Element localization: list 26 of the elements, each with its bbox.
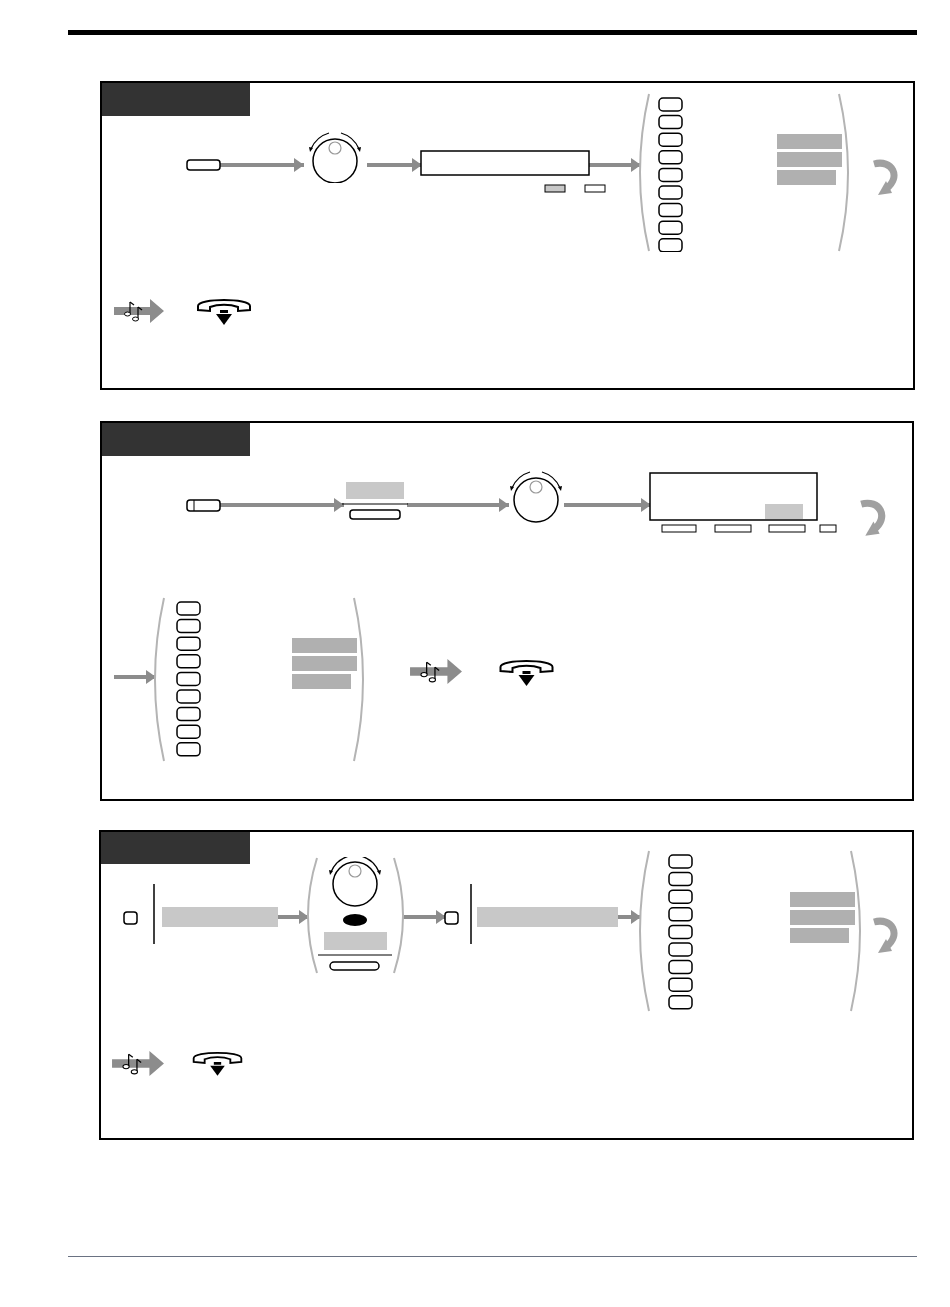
arrow [617, 910, 641, 924]
arrow [589, 158, 641, 172]
jog-dial-drawing [507, 470, 565, 524]
arrow [367, 158, 422, 172]
key-list-drawing [639, 93, 849, 252]
arrow [220, 158, 304, 172]
arrow [564, 498, 651, 512]
arrow [407, 498, 509, 512]
key-list-drawing [154, 597, 364, 762]
arrow [114, 670, 156, 684]
header-bar [101, 832, 250, 864]
step-panel [99, 830, 914, 1140]
header-bar [102, 423, 250, 456]
key-button [186, 159, 221, 171]
display-drawing [420, 150, 607, 193]
key-button [186, 499, 221, 512]
arrow [220, 498, 344, 512]
arrow [403, 910, 446, 924]
arrow [278, 910, 309, 924]
step-panel [100, 81, 915, 390]
step-panel [100, 421, 914, 801]
display-drawing [649, 472, 839, 534]
dial-group-drawing [307, 857, 404, 974]
soft-key-drawing [342, 482, 408, 521]
key-list-drawing [639, 850, 861, 1012]
header-bar [102, 83, 250, 116]
